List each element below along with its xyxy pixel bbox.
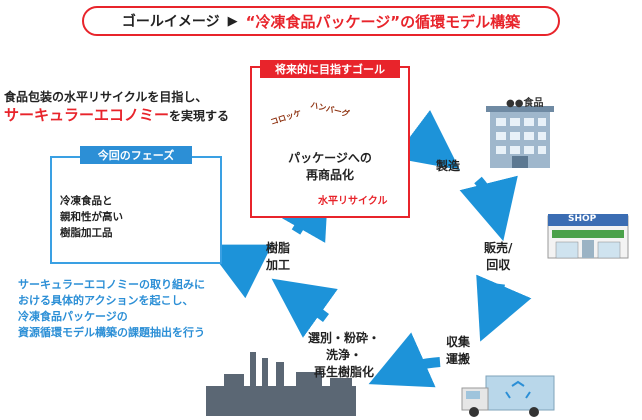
arrow-resin-to-phase	[205, 244, 273, 299]
shop-icon	[547, 214, 629, 259]
goal-caption-line-2: 再商品化	[305, 168, 354, 182]
step-sales: 販売/ 回収	[484, 240, 512, 274]
intro-line-1: 食品包装の水平リサイクルを目指し、	[4, 90, 208, 104]
industrial-plant-icon	[206, 352, 356, 416]
note-line-2: おける具体的アクションを起こし、	[18, 294, 194, 307]
phase-line-3: 樹脂加工品	[60, 227, 113, 239]
arrow-collection-to-processing	[368, 332, 441, 388]
recycle-truck-icon	[461, 375, 555, 417]
intro-line-2: サーキュラーエコノミーを実現する	[4, 104, 229, 125]
shop-sign: SHOP	[568, 214, 597, 224]
step-processing-line-1: 選別・粉砕・	[308, 331, 381, 345]
step-collection-line-1: 収集	[446, 335, 471, 349]
factory-sign: ●●食品	[506, 98, 544, 109]
intro-highlight: サーキュラーエコノミー	[4, 106, 170, 124]
note-line-3: 冷凍食品パッケージの	[18, 310, 128, 323]
intro-rest: を実現する	[169, 109, 230, 123]
arrow-goal-to-manufacturing	[394, 110, 461, 170]
phase-text: 冷凍食品と 親和性が高い 樹脂加工品	[60, 193, 123, 241]
step-sales-line-2: 回収	[486, 258, 511, 272]
step-collection: 収集 運搬	[446, 334, 470, 368]
step-resin: 樹脂 加工	[266, 240, 290, 274]
arrow-sales-to-collection	[476, 274, 532, 342]
step-collection-line-2: 運搬	[446, 352, 471, 366]
goal-caption-line-1: パッケージへの	[288, 151, 372, 165]
goal-header: 将来的に目指すゴール	[260, 60, 400, 78]
arrow-processing-to-resin	[271, 278, 338, 338]
phase-header: 今回のフェーズ	[80, 146, 192, 164]
title-prefix: ゴールイメージ	[121, 14, 220, 30]
step-resin-line-1: 樹脂	[266, 241, 291, 255]
title-banner: ゴールイメージ ▶ “冷凍食品パッケージ”の循環モデル構築	[82, 6, 560, 36]
title-main: “冷凍食品パッケージ”の循環モデル構築	[245, 12, 521, 31]
step-processing-line-2: 洗浄・	[326, 348, 363, 362]
arrow-manufacturing-to-factory	[459, 175, 518, 242]
note-line-1: サーキュラーエコノミーの取り組みに	[18, 278, 205, 291]
goal-panel	[250, 66, 410, 218]
phase-line-1: 冷凍食品と	[60, 195, 113, 207]
cycle-arrow-icon	[205, 110, 532, 388]
note-line-4: 資源循環モデル構築の課題抽出を行う	[18, 326, 205, 339]
phase-panel	[50, 156, 222, 264]
step-processing: 選別・粉砕・ 洗浄・ 再生樹脂化	[308, 330, 380, 381]
goal-caption: パッケージへの 再商品化	[256, 150, 404, 184]
title-arrow-icon: ▶	[227, 13, 238, 29]
phase-line-2: 親和性が高い	[60, 211, 123, 223]
step-sales-line-1: 販売/	[484, 241, 513, 255]
factory-building-icon	[486, 106, 554, 168]
step-manufacturing: 製造	[436, 159, 461, 173]
step-resin-line-2: 加工	[266, 258, 291, 272]
step-processing-line-3: 再生樹脂化	[314, 365, 375, 379]
goal-tag: 水平リサイクル	[318, 196, 388, 207]
